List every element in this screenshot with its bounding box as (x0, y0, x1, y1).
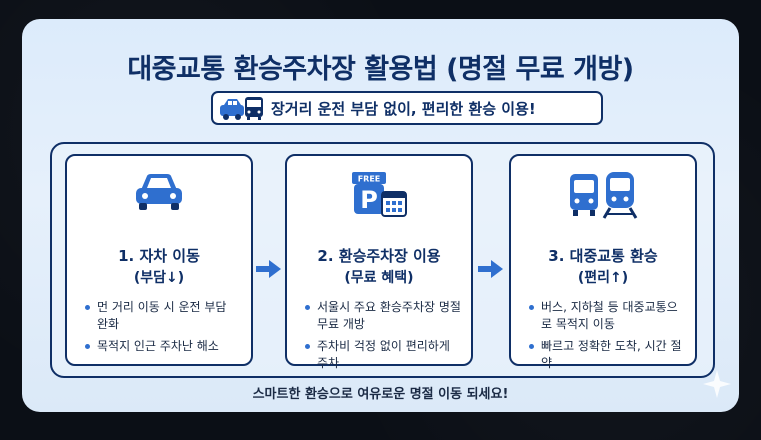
step-card-transit: 3. 대중교통 환승 (편리↑) 버스, 지하철 등 대중교통으로 목적지 이동… (509, 154, 697, 370)
step-title: 2. 환승주차장 이용 (317, 247, 441, 265)
bus-train-icon (570, 172, 638, 219)
car-icon (136, 174, 182, 210)
bullet-item: 빠르고 정확한 도착, 시간 절약 (529, 338, 685, 372)
footer-text: 스마트한 환승으로 여유로운 명절 이동 되세요! (252, 387, 509, 402)
arrow-right-icon (256, 260, 281, 278)
parking-letter: P (360, 186, 378, 214)
free-parking-icon: FREE P (352, 172, 407, 217)
sparkle-icon (703, 370, 731, 398)
step-bullets: 서울시 주요 환승주차장 명절 무료 개방 주차비 걱정 없이 편리하게 주차 (305, 299, 461, 377)
step-subtitle: (부담↓) (133, 270, 185, 286)
car-bus-icon (220, 97, 263, 120)
step-title: 3. 대중교통 환승 (548, 247, 658, 265)
step-bullets: 버스, 지하철 등 대중교통으로 목적지 이동 빠르고 정확한 도착, 시간 절… (529, 299, 685, 377)
subtitle-text: 장거리 운전 부담 없이, 편리한 환승 이용! (271, 99, 536, 118)
step-bullets: 먼 거리 이동 시 운전 부담 완화 목적지 인근 주차난 해소 (85, 299, 241, 360)
step-subtitle: (편리↑) (577, 270, 629, 286)
step-card-parking: FREE P 2. 환승주차장 이용 (무료 혜택) 서울시 주요 환승주차장 … (285, 154, 473, 370)
step-card-car: 1. 자차 이동 (부담↓) 먼 거리 이동 시 운전 부담 완화 목적지 인근… (65, 154, 253, 366)
bullet-item: 버스, 지하철 등 대중교통으로 목적지 이동 (529, 299, 685, 333)
infographic-card: 대중교통 환승주차장 활용법 (명절 무료 개방) 장거리 운전 부담 없이, … (22, 19, 739, 412)
step-subtitle: (무료 혜택) (344, 270, 414, 286)
bullet-item: 주차비 걱정 없이 편리하게 주차 (305, 338, 461, 372)
step-title: 1. 자차 이동 (118, 247, 200, 265)
free-badge-text: FREE (358, 175, 381, 184)
subtitle-banner: 장거리 운전 부담 없이, 편리한 환승 이용! (211, 91, 603, 125)
bullet-item: 목적지 인근 주차난 해소 (85, 338, 241, 355)
bullet-item: 먼 거리 이동 시 운전 부담 완화 (85, 299, 241, 333)
arrow-right-icon (478, 260, 503, 278)
page-title: 대중교통 환승주차장 활용법 (명절 무료 개방) (127, 54, 634, 85)
bullet-item: 서울시 주요 환승주차장 명절 무료 개방 (305, 299, 461, 333)
